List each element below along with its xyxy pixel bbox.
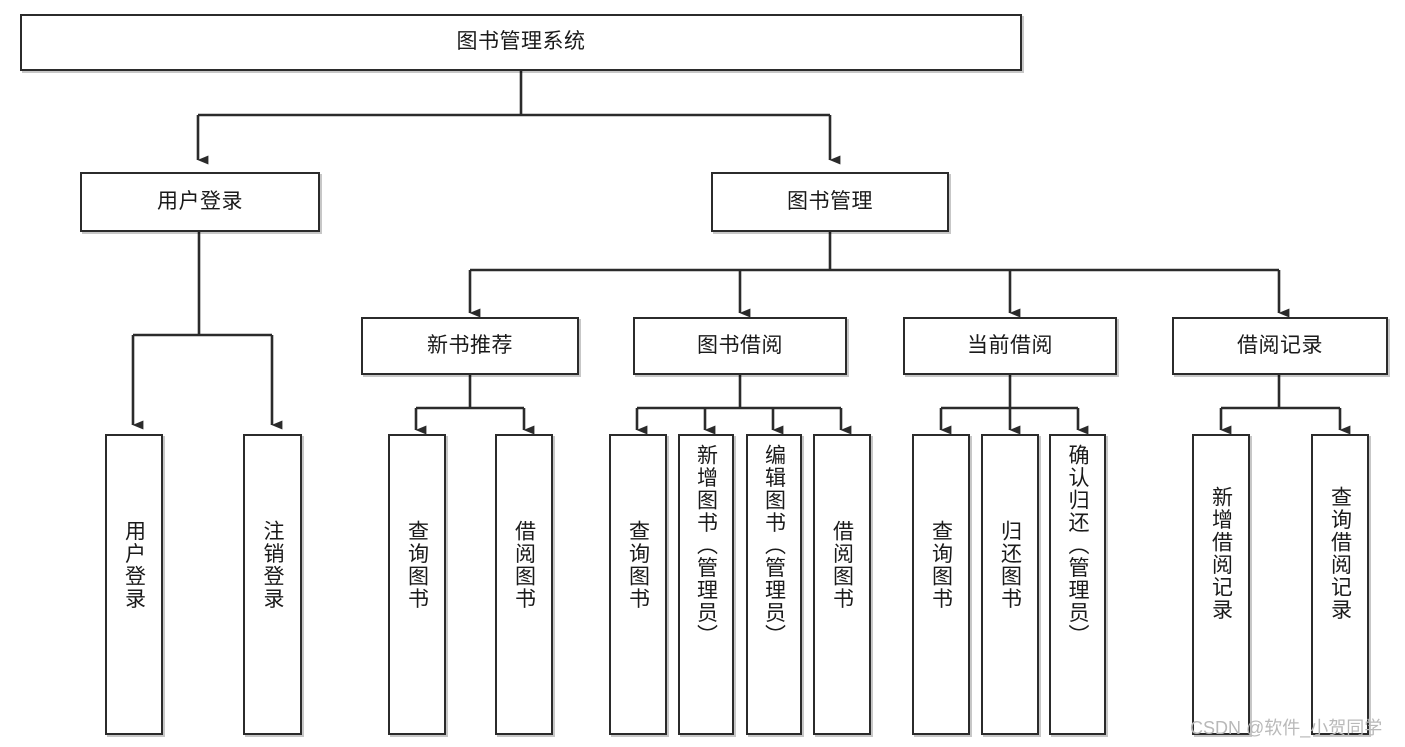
node-label: 确认归还（管理员）: [1066, 444, 1089, 647]
node-current-borrow[interactable]: 当前借阅: [903, 317, 1117, 375]
node-book-management[interactable]: 图书管理: [711, 172, 949, 232]
leaf-user-login-login[interactable]: 用户登录: [105, 434, 163, 735]
node-label: 新增借阅记录: [1209, 486, 1233, 621]
node-label: 查询图书: [405, 520, 429, 610]
node-label: 借阅图书: [830, 520, 854, 610]
leaf-book-borrow-borrow-book[interactable]: 借阅图书: [813, 434, 871, 735]
node-label: 编辑图书（管理员）: [762, 444, 786, 647]
node-label: 借阅记录: [1237, 333, 1323, 357]
csdn-watermark: CSDN @软件_小贺同学: [1190, 718, 1383, 738]
node-label: 查询图书: [626, 520, 650, 610]
node-label: 新书推荐: [427, 333, 513, 357]
node-label: 图书借阅: [697, 333, 783, 357]
leaf-current-borrow-confirm-return-admin[interactable]: 确认归还（管理员）: [1049, 434, 1106, 735]
node-label: 图书管理: [787, 189, 873, 213]
node-label: 查询图书: [929, 520, 953, 610]
node-label: 当前借阅: [967, 333, 1053, 357]
node-label: 图书管理系统: [456, 30, 586, 54]
leaf-current-borrow-query-book[interactable]: 查询图书: [912, 434, 970, 735]
node-label: 注销登录: [261, 520, 284, 610]
leaf-book-borrow-query-book[interactable]: 查询图书: [609, 434, 667, 735]
node-label: 用户登录: [157, 189, 243, 213]
leaf-borrow-record-query-record[interactable]: 查询借阅记录: [1311, 434, 1369, 735]
leaf-borrow-record-add-record[interactable]: 新增借阅记录: [1192, 434, 1250, 735]
leaf-current-borrow-return-book[interactable]: 归还图书: [981, 434, 1039, 735]
node-label: 借阅图书: [512, 520, 536, 610]
node-label: 用户登录: [122, 520, 146, 610]
leaf-user-login-logout[interactable]: 注销登录: [243, 434, 302, 735]
node-label: 归还图书: [998, 520, 1022, 610]
node-user-login[interactable]: 用户登录: [80, 172, 320, 232]
leaf-book-borrow-edit-book-admin[interactable]: 编辑图书（管理员）: [746, 434, 802, 735]
leaf-book-borrow-add-book-admin[interactable]: 新增图书（管理员）: [678, 434, 734, 735]
leaf-new-book-borrow-book[interactable]: 借阅图书: [495, 434, 553, 735]
node-borrow-record[interactable]: 借阅记录: [1172, 317, 1388, 375]
node-label: 新增图书（管理员）: [694, 444, 718, 647]
leaf-new-book-query-book[interactable]: 查询图书: [388, 434, 446, 735]
node-book-borrow[interactable]: 图书借阅: [633, 317, 847, 375]
node-root-book-management-system[interactable]: 图书管理系统: [20, 14, 1022, 71]
node-new-book-recommend[interactable]: 新书推荐: [361, 317, 579, 375]
node-label: 查询借阅记录: [1328, 486, 1352, 621]
